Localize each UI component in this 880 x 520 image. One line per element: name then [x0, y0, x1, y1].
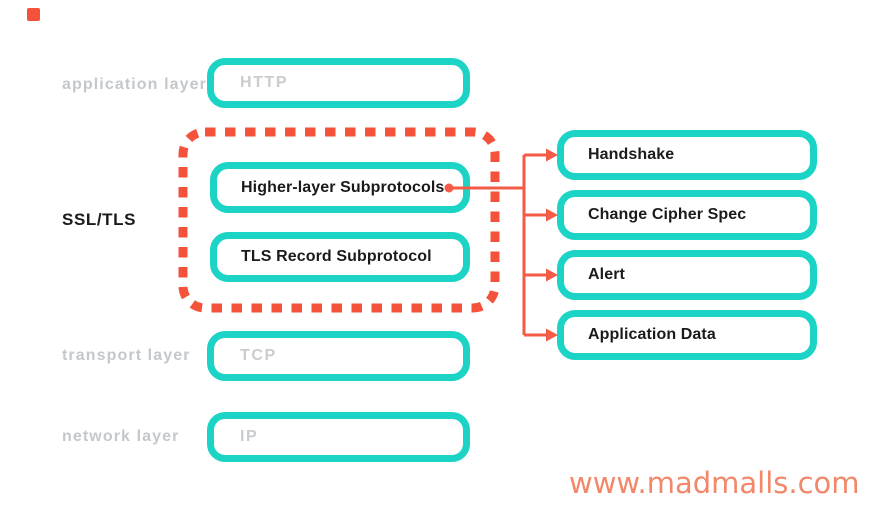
box-change-cipher-spec-label: Change Cipher Spec — [588, 206, 747, 223]
red-corner-marker — [27, 8, 40, 21]
label-ssl-tls: SSL/TLS — [62, 210, 137, 229]
box-alert: Alert — [557, 250, 817, 300]
box-http: HTTP — [207, 58, 470, 108]
box-ip-label: IP — [240, 428, 259, 445]
box-alert-label: Alert — [588, 266, 625, 283]
box-handshake-label: Handshake — [588, 146, 675, 163]
box-higher-layer-subprotocols-label: Higher-layer Subprotocols — [241, 178, 445, 196]
box-application-data-label: Application Data — [588, 326, 716, 343]
label-transport-layer: transport layer — [62, 347, 191, 364]
box-handshake: Handshake — [557, 130, 817, 180]
watermark: www.madmalls.com — [569, 466, 860, 500]
label-network-layer: network layer — [62, 428, 180, 445]
box-ip: IP — [207, 412, 470, 462]
box-http-label: HTTP — [240, 74, 289, 91]
box-tls-record-subprotocol-label: TLS Record Subprotocol — [241, 248, 432, 265]
label-application-layer: application layer — [62, 76, 207, 93]
box-change-cipher-spec: Change Cipher Spec — [557, 190, 817, 240]
box-tcp-label: TCP — [240, 347, 277, 364]
box-higher-layer-subprotocols: Higher-layer Subprotocols — [210, 162, 470, 213]
box-tls-record-subprotocol: TLS Record Subprotocol — [210, 232, 470, 282]
box-tcp: TCP — [207, 331, 470, 381]
box-application-data: Application Data — [557, 310, 817, 360]
